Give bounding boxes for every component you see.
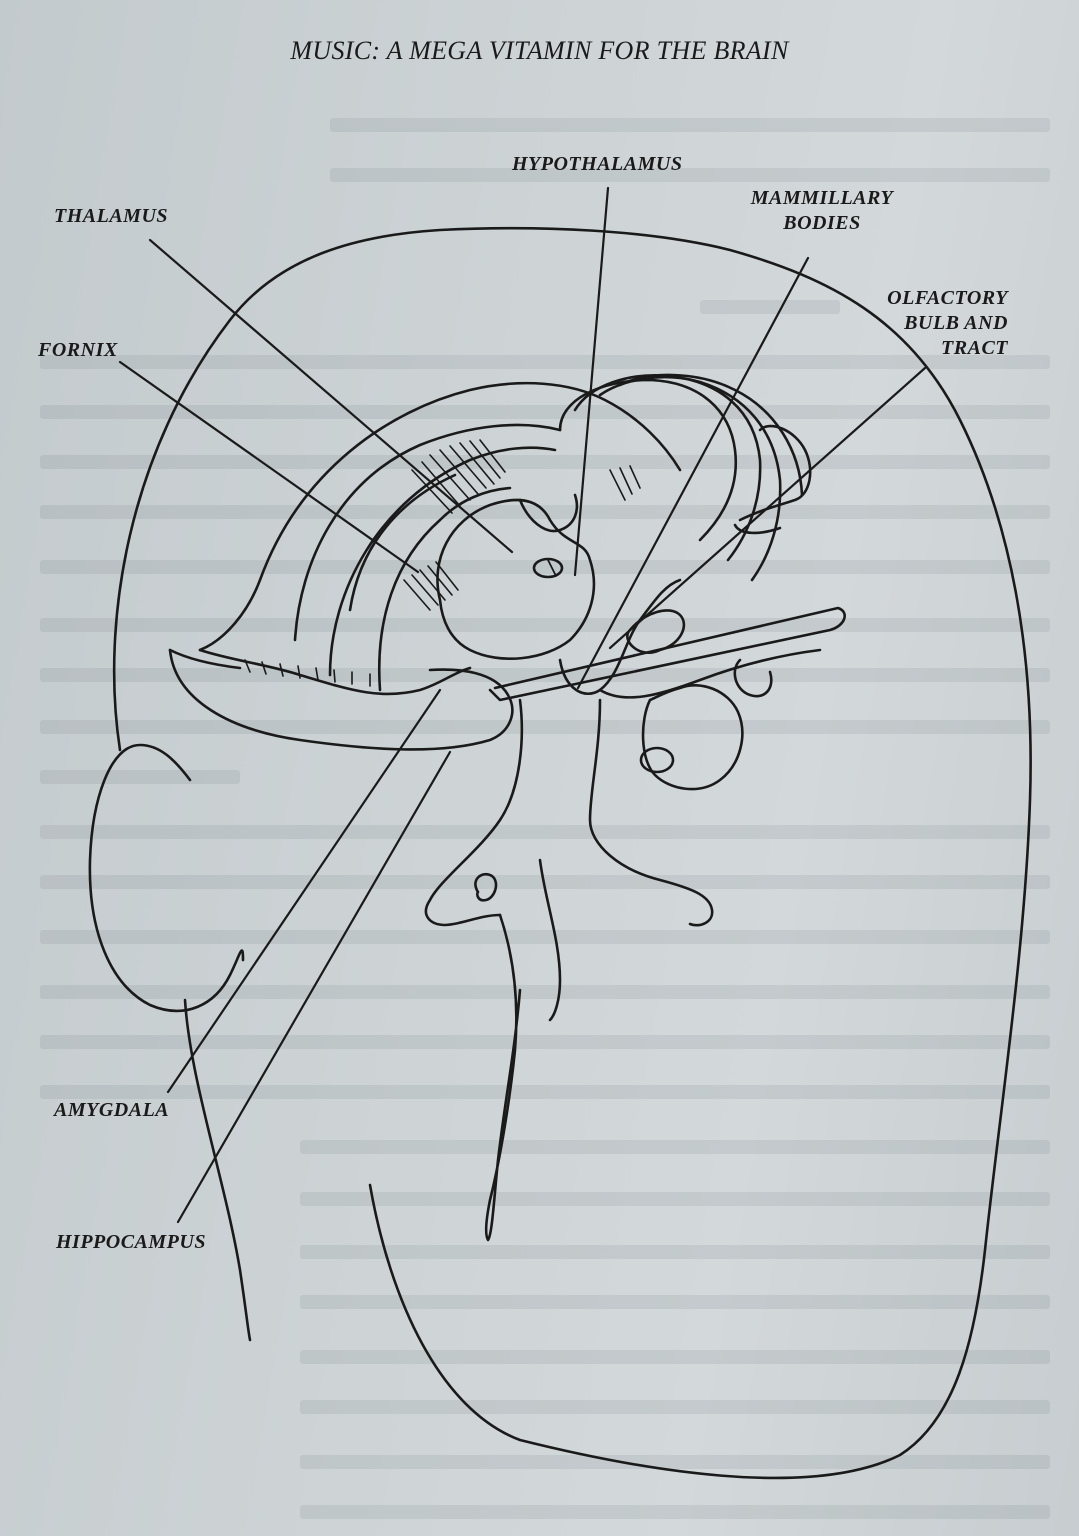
leader-hippocampus xyxy=(176,750,452,1224)
small-bulb xyxy=(733,658,773,698)
fornix-arch-outer xyxy=(198,381,682,652)
olfactory-tract xyxy=(488,606,846,702)
label-olfactory-bulb-and-tract: OLFACTORY BULB AND TRACT xyxy=(840,286,1008,361)
optic-chiasm xyxy=(598,648,822,699)
running-head: MUSIC: A MEGA VITAMIN FOR THE BRAIN xyxy=(290,36,789,65)
leader-amygdala xyxy=(166,688,442,1094)
leader-olfactory xyxy=(608,366,927,650)
hippocampus-body xyxy=(168,648,514,751)
hypothalamic-stalk xyxy=(558,578,682,696)
tract-coil-3 xyxy=(598,375,782,582)
leader-mammillary xyxy=(576,256,810,690)
ventricle-tail xyxy=(484,913,522,1242)
label-olfactory-line3: TRACT xyxy=(941,337,1008,359)
fornix-band xyxy=(378,486,512,692)
uncus-shape xyxy=(626,609,686,654)
label-hypothalamus: HYPOTHALAMUS xyxy=(512,153,683,175)
label-thalamus: THALAMUS xyxy=(54,205,169,227)
label-fornix: FORNIX xyxy=(38,339,118,361)
hypothalamus-cap xyxy=(518,493,579,533)
label-olfactory-line1: OLFACTORY xyxy=(887,287,1008,309)
ventricle-right xyxy=(588,698,714,927)
brain-outline xyxy=(112,226,1032,1480)
leader-fornix xyxy=(118,360,420,574)
brainstem-outline xyxy=(183,998,252,1342)
hippocampal-body-right xyxy=(641,683,744,791)
frontal-hook xyxy=(198,648,472,696)
ventricle-left xyxy=(424,698,524,927)
label-hippocampus: HIPPOCAMPUS xyxy=(56,1231,206,1253)
fornix-arch-inner-3 xyxy=(348,473,457,612)
anterior-lobe-bulge xyxy=(738,424,812,522)
tract-coil-1 xyxy=(558,378,738,542)
leader-thalamus xyxy=(148,238,514,554)
temporal-lobe xyxy=(88,743,245,1013)
label-amygdala: AMYGDALA xyxy=(54,1099,170,1121)
tract-coil-2 xyxy=(573,374,762,562)
ventricle-curl xyxy=(474,872,498,902)
label-olfactory-line2: BULB AND xyxy=(904,312,1008,334)
fornix-arch-inner-2 xyxy=(328,446,557,677)
label-mammillary-bodies: MAMMILLARY BODIES xyxy=(724,186,920,236)
fornix-arch-inner xyxy=(293,423,562,642)
interthalamic-adhesion xyxy=(532,557,564,579)
label-mammillary-line2: BODIES xyxy=(783,212,861,234)
thalamus-shape xyxy=(436,498,596,660)
leader-hypothalamus xyxy=(573,186,610,577)
label-mammillary-line1: MAMMILLARY xyxy=(750,187,894,209)
small-oval xyxy=(639,746,675,774)
tract-coil-4 xyxy=(618,373,804,497)
